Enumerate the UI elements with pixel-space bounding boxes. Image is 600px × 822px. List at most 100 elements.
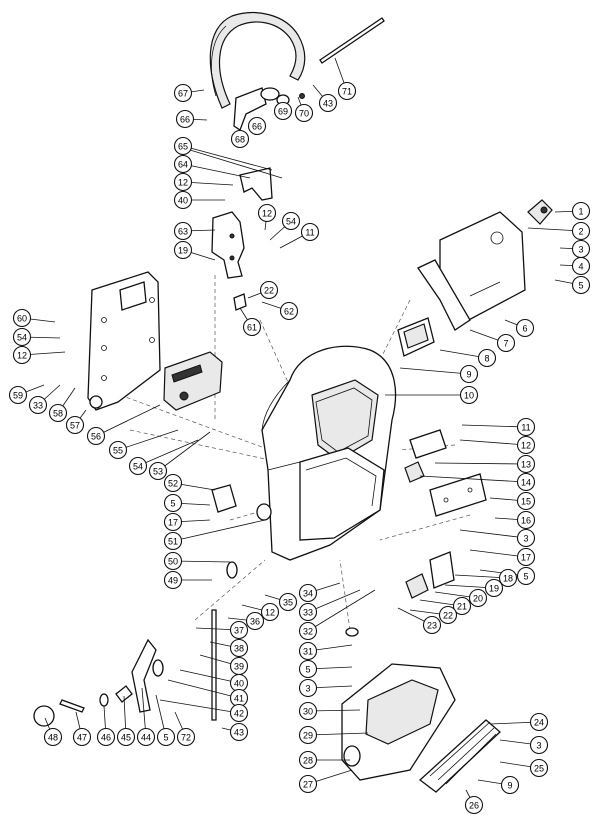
callout-number: 59 [13,391,23,401]
main-frame-10 [261,345,397,561]
callout-bubble [65,415,85,435]
callout-number: 47 [77,733,87,743]
callout-number: 62 [284,307,294,317]
callout-number: 66 [252,122,262,132]
callout-c21: 21 [419,596,472,616]
callout-leader [307,589,361,613]
grille-25 [418,719,501,793]
bracket-18 [429,551,455,589]
callout-number: 54 [286,217,296,227]
callout-bubble [12,345,32,365]
callout-bubble [516,528,536,548]
callout-number: 28 [303,756,313,766]
callout-leader [399,367,470,375]
callout-number: 23 [427,621,437,631]
callout-c22: 22 [247,280,279,300]
callout-c61: 61 [239,307,262,337]
callout-c5a: 5 [163,493,211,513]
callout-bubble [500,775,520,795]
callout-bubble [260,602,280,622]
callout-leader [159,699,240,714]
callout-c46: 46 [96,705,116,747]
callout-leader [419,475,527,483]
callout-c60: 60 [12,308,56,328]
callout-bubble [464,795,484,815]
left-cover-plate [87,271,161,411]
plate-16 [429,473,487,517]
callout-number: 39 [234,662,244,672]
wheel-50 [226,561,238,579]
callout-c18: 18 [454,568,518,588]
callout-c17a: 17 [163,512,211,532]
callout-number: 19 [178,246,188,256]
callout-bubble [136,727,156,747]
callout-c9b: 9 [477,775,520,795]
callout-number: 40 [234,679,244,689]
callout-c19a: 19 [173,240,216,261]
callout-c32: 32 [298,589,376,641]
callout-bubble [148,461,168,481]
callout-c57: 57 [65,409,87,435]
callout-bubble [300,222,320,242]
callout-bubble [438,605,458,625]
callout-c55: 55 [108,429,179,460]
callout-number: 22 [443,611,453,621]
callout-number: 70 [299,109,309,119]
callout-number: 11 [305,228,314,238]
callout-bubble [298,602,318,622]
callout-number: 65 [178,142,188,152]
callout-bubble [176,727,196,747]
ball-48 [33,705,55,727]
callout-number: 5 [523,572,528,582]
callout-c1: 1 [554,201,591,221]
callout-c25: 25 [499,758,549,778]
pin-47 [59,699,85,713]
callout-number: 68 [235,135,245,145]
callout-number: 33 [303,608,313,618]
callout-number: 17 [521,553,531,563]
callout-number: 34 [303,589,313,599]
small-clip-61 [233,293,247,311]
callout-number: 13 [521,460,531,470]
callout-c65: 65 [173,136,273,171]
callout-c31: 31 [298,641,353,661]
callout-bubble [108,440,128,460]
bushing-45 [115,685,133,703]
callout-number: 52 [168,479,178,489]
callout-bubble [422,615,442,635]
callout-bubble [43,727,63,747]
rod-71 [319,17,385,64]
callout-number: 8 [484,354,489,364]
washer-42 [152,659,164,677]
callout-bubble [459,385,479,405]
callout-c6: 6 [504,318,535,338]
callout-leader [434,462,527,465]
callout-bubble [516,566,536,586]
top-handle [209,12,306,109]
callout-leader [307,732,369,736]
callout-bubble [516,491,536,511]
callout-bubble [298,725,318,745]
callout-number: 45 [121,733,131,743]
callout-c51: 51 [163,519,266,551]
callout-c26: 26 [464,789,484,815]
callout-bubble [259,280,279,300]
callout-bubble [298,583,318,603]
callout-c33a: 33 [28,384,61,415]
callout-number: 5 [305,665,310,675]
callout-bubble [516,435,536,455]
callout-c71: 71 [334,57,357,101]
callout-bubble [294,103,314,123]
callout-bubble [516,547,536,567]
callout-bubble [116,727,136,747]
callout-bubble [484,578,504,598]
bracket-64 [189,149,283,201]
callout-number: 49 [168,576,178,586]
callout-c43a: 43 [312,84,338,113]
callout-number: 67 [178,89,188,99]
callout-c34: 34 [298,582,341,603]
callout-bubble [163,493,183,513]
callout-bubble [298,750,318,770]
callout-number: 30 [303,707,313,717]
